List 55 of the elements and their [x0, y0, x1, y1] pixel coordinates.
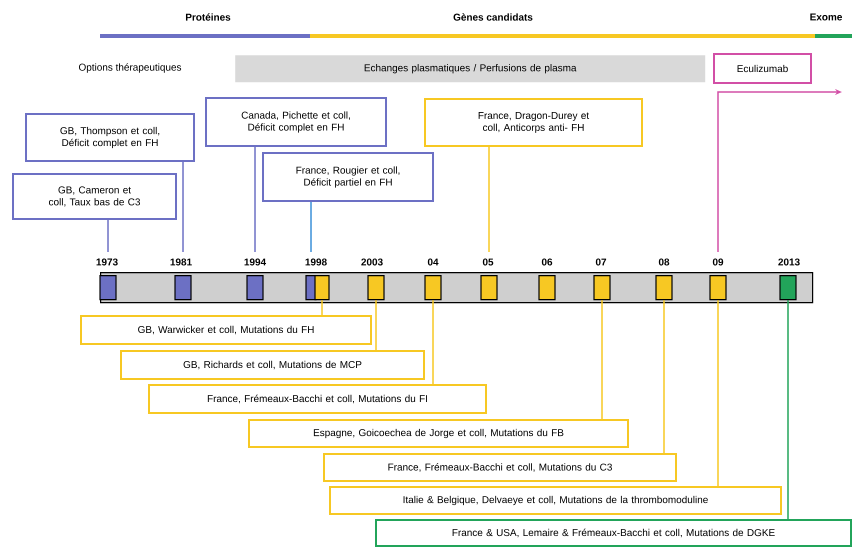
year-label: 05: [482, 258, 494, 266]
leader-line: [182, 162, 184, 252]
timeline-marker: [779, 275, 797, 300]
leader-line: [663, 300, 665, 453]
event-box: France, Dragon-Durey et coll, Anticorps anti- FH: [424, 98, 643, 147]
year-label: 1973: [96, 258, 118, 266]
event-box: Espagne, Goicoechea de Jorge et coll, Mutations du FB: [248, 419, 629, 448]
leader-line: [375, 300, 377, 350]
year-label: 07: [596, 258, 606, 266]
event-box: GB, Thompson et coll, Déficit complet en FH: [25, 113, 195, 162]
leader-line: [488, 147, 490, 252]
period-label: Protéines: [186, 13, 230, 21]
event-box: GB, Richards et coll, Mutations de MCP: [120, 350, 425, 380]
therapy-band: Echanges plasmatiques / Perfusions de plasma: [235, 55, 706, 82]
year-label: 06: [542, 258, 552, 266]
leader-line: [321, 300, 323, 315]
timeline-marker: [246, 275, 264, 300]
row-label: Options thérapeutiques: [78, 63, 182, 73]
leader-line: [787, 300, 789, 519]
year-label: 04: [428, 258, 438, 266]
leader-line: [432, 300, 434, 384]
year-label: 2013: [778, 258, 800, 266]
timeline-marker: [174, 275, 192, 300]
year-label: 09: [712, 258, 724, 266]
event-box: France & USA, Lemaire & Frémeaux-Bacchi et coll, Mutations de DGKE: [375, 519, 852, 547]
leader-line: [254, 147, 256, 252]
year-label: 1981: [170, 258, 192, 266]
timeline-marker: [99, 275, 117, 300]
event-box: Canada, Pichette et coll, Déficit complet en FH: [205, 97, 387, 147]
year-label: 1994: [244, 258, 266, 266]
timeline-marker: [305, 275, 317, 300]
leader-line: [310, 202, 312, 252]
event-box: GB, Cameron et coll, Taux bas de C3: [12, 173, 177, 220]
timeline-marker: [480, 275, 498, 300]
timeline-marker: [593, 275, 611, 300]
event-box: France, Frémeaux-Bacchi et coll, Mutations du C3: [323, 453, 677, 482]
period-label: Exome: [810, 14, 842, 20]
event-box: France, Rougier et coll, Déficit partiel en FH: [262, 152, 434, 202]
leader-line: [107, 220, 109, 252]
event-box: France, Frémeaux-Bacchi et coll, Mutations du FI: [148, 384, 487, 414]
therapy-box: Eculizumab: [713, 53, 812, 84]
period-label: Gènes candidats: [454, 13, 532, 21]
timeline-marker: [709, 275, 727, 300]
timeline-marker: [367, 275, 385, 300]
leader-line: [601, 300, 603, 419]
timeline-marker: [655, 275, 673, 300]
year-label: 08: [658, 258, 670, 266]
event-box: GB, Warwicker et coll, Mutations du FH: [80, 315, 372, 345]
year-label: 1998: [306, 258, 327, 266]
timeline-marker: [424, 275, 442, 300]
timeline-marker: [538, 275, 556, 300]
leader-line: [717, 300, 719, 486]
event-box: Italie & Belgique, Delvaeye et coll, Mutations de la thrombomoduline: [329, 486, 782, 515]
year-label: 2003: [361, 258, 383, 266]
timeline-marker: [314, 275, 330, 300]
